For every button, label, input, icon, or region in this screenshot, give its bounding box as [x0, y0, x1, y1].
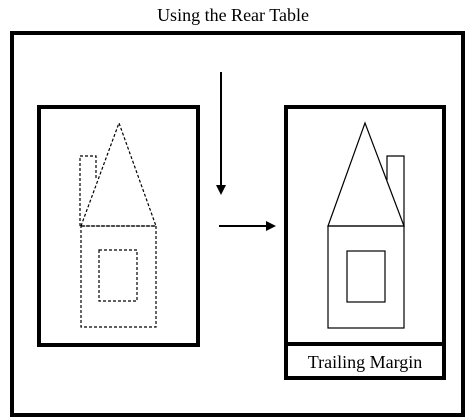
house-dashed — [79, 121, 157, 328]
trailing-margin-label: Trailing Margin — [308, 352, 423, 372]
house-dashed-body — [80, 225, 157, 328]
house-solid — [327, 121, 405, 329]
left-panel-frame — [37, 105, 200, 347]
house-solid-window — [346, 250, 386, 303]
diagram-title: Using the Rear Table — [157, 5, 309, 25]
right-panel: Trailing Margin — [284, 105, 446, 380]
house-solid-roof — [327, 121, 405, 227]
house-dashed-roof — [80, 121, 157, 227]
house-dashed-window — [98, 249, 138, 302]
left-panel — [37, 105, 200, 347]
house-solid-chimney — [386, 155, 405, 226]
outer-frame — [10, 31, 465, 417]
house-solid-body — [327, 225, 405, 329]
house-dashed-chimney — [79, 155, 97, 226]
right-panel-frame — [284, 105, 446, 380]
